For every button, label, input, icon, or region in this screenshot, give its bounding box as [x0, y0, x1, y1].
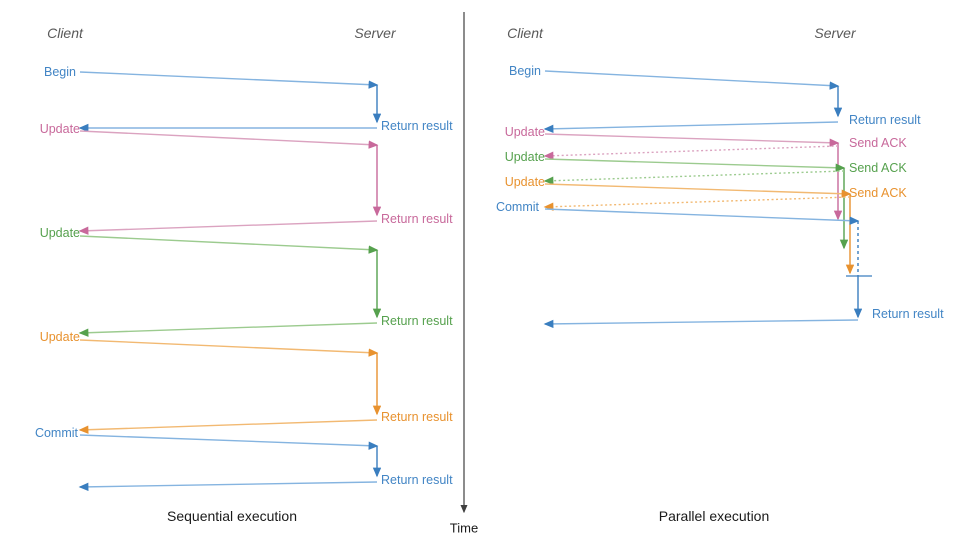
par-msg-begin: Begin: [509, 63, 541, 78]
par-request-update-2: [544, 158, 846, 172]
seq-msg-commit: Commit: [34, 425, 78, 440]
seq-request-commit: [79, 434, 379, 450]
par-request-commit: [544, 208, 860, 225]
seq-response-update-2: [78, 322, 378, 337]
time-axis-label: Time: [449, 520, 479, 536]
par-request-update-1: [544, 133, 840, 147]
seq-request-update-1: [79, 130, 379, 149]
par-ack-update-2: [543, 170, 845, 185]
seq-reply-update-1: Return result: [381, 211, 453, 226]
par-ack-update-3: [543, 196, 851, 211]
par-ack-update-1: Send ACK: [849, 135, 907, 150]
par-ack-update-2: Send ACK: [849, 160, 907, 175]
seq-panel-caption: Sequential execution: [167, 508, 297, 524]
par-ack-update-3: Send ACK: [849, 185, 907, 200]
par-panel-caption: Parallel execution: [658, 508, 770, 524]
par-request-update-3: [544, 183, 852, 198]
seq-request-begin: [79, 71, 379, 89]
seq-reply-update-3: Return result: [381, 409, 453, 424]
seq-msg-update-2: Update: [39, 225, 80, 240]
seq-msg-update-3: Update: [39, 329, 80, 344]
par-msg-update-2: Update: [504, 149, 545, 164]
seq-request-update-2: [79, 235, 379, 254]
seq-request-update-3: [79, 339, 379, 357]
seq-response-update-1: [78, 220, 378, 235]
par-reply-commit: Return result: [872, 306, 944, 321]
par-msg-update-1: Update: [504, 124, 545, 139]
seq-client-actor: Client: [47, 25, 83, 41]
seq-response-commit: [78, 481, 378, 492]
seq-response-update-3: [78, 419, 378, 434]
seq-reply-update-2: Return result: [381, 313, 453, 328]
par-client-actor: Client: [507, 25, 543, 41]
par-request-begin: [544, 70, 840, 90]
seq-reply-begin: Return result: [381, 118, 453, 133]
seq-server-actor: Server: [354, 25, 396, 41]
par-msg-update-3: Update: [504, 174, 545, 189]
par-final-response: [543, 319, 859, 329]
seq-reply-commit: Return result: [381, 472, 453, 487]
par-ack-update-1: [543, 145, 839, 160]
par-msg-commit: Commit: [495, 199, 539, 214]
par-server-actor: Server: [814, 25, 856, 41]
seq-msg-begin: Begin: [44, 64, 76, 79]
par-reply-begin: Return result: [849, 112, 921, 127]
par-response-begin: [543, 121, 839, 133]
seq-msg-update-1: Update: [39, 121, 80, 136]
